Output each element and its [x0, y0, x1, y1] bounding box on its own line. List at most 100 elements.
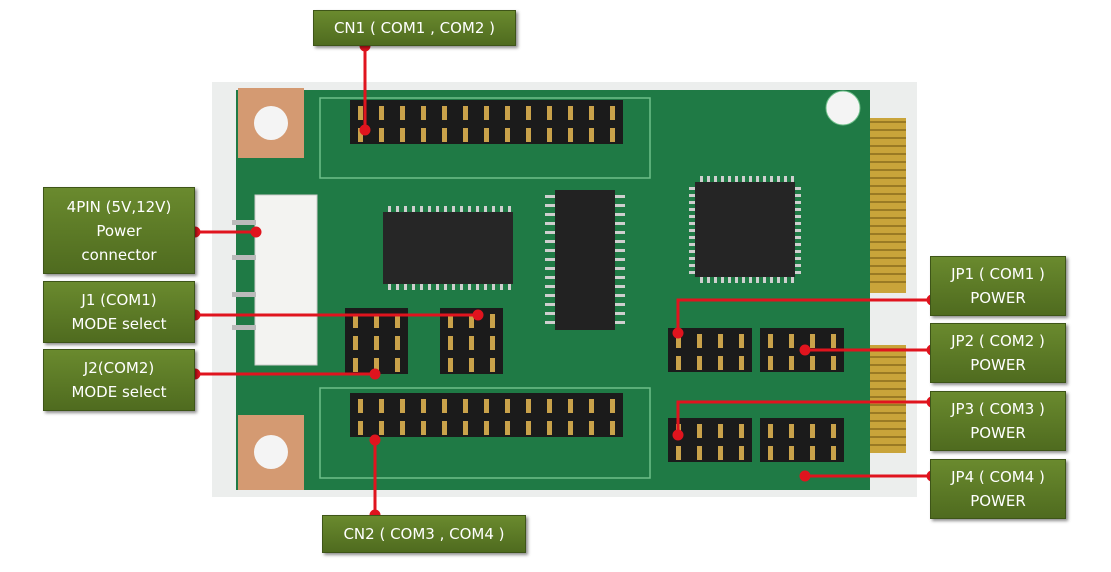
chip-pin — [545, 321, 555, 324]
header-pin — [789, 446, 794, 460]
chip-pin — [545, 285, 555, 288]
leader-dot — [250, 226, 262, 238]
header-pin — [379, 421, 384, 435]
leader-dot — [359, 124, 371, 136]
chip — [695, 182, 795, 277]
chip-pin — [689, 222, 695, 225]
chip-pin — [545, 294, 555, 297]
jp2-label: JP2 ( COM2 ) POWER — [930, 323, 1066, 383]
cn2-label: CN2 ( COM3 , COM4 ) — [322, 515, 526, 553]
header-pin — [589, 421, 594, 435]
header-pin — [442, 128, 447, 142]
header-pin — [505, 106, 510, 120]
label-line: J1 (COM1) — [81, 291, 157, 309]
label-line: 4PIN (5V,12V) — [66, 197, 172, 216]
chip-pin — [460, 206, 463, 212]
chip-pin — [615, 267, 625, 270]
header-pin — [739, 424, 744, 438]
chip-pin — [545, 222, 555, 225]
header-pin — [589, 399, 594, 413]
header-pin — [831, 356, 836, 370]
header-pin — [421, 128, 426, 142]
header-pin — [400, 106, 405, 120]
chip-pin — [795, 215, 801, 218]
header-pin — [379, 128, 384, 142]
chip-pin — [412, 206, 415, 212]
header-pin — [697, 446, 702, 460]
j1-label: J1 (COM1) MODE select — [43, 281, 195, 343]
chip-pin — [468, 206, 471, 212]
chip-pin — [795, 236, 801, 239]
chip-pin — [500, 284, 503, 290]
header-pin — [831, 424, 836, 438]
header-pin — [463, 106, 468, 120]
header-pin — [469, 314, 474, 328]
header-pin — [718, 424, 723, 438]
header-pin — [810, 446, 815, 460]
header-pin — [374, 336, 379, 350]
label-line: POWER — [970, 356, 1026, 374]
leader-dot — [799, 470, 811, 482]
chip-pin — [689, 201, 695, 204]
header-pin — [831, 446, 836, 460]
chip-pin — [615, 276, 625, 279]
chip-pin — [396, 284, 399, 290]
header-pin — [547, 128, 552, 142]
label-line: MODE select — [71, 383, 167, 401]
header-pin — [353, 336, 358, 350]
header-pin — [697, 356, 702, 370]
header-pin — [484, 399, 489, 413]
chip-pin — [795, 271, 801, 274]
chip-pin — [615, 213, 625, 216]
chip-pin — [420, 284, 423, 290]
chip-pin — [545, 249, 555, 252]
header-pin — [810, 424, 815, 438]
chip-pin — [735, 277, 738, 283]
chip-pin — [721, 176, 724, 182]
leader-line — [676, 298, 932, 333]
header-pin — [358, 106, 363, 120]
chip-pin — [615, 285, 625, 288]
leader-dot — [369, 368, 381, 380]
header-pin — [353, 358, 358, 372]
header-pin — [448, 358, 453, 372]
header-pin — [676, 446, 681, 460]
chip-pin — [763, 176, 766, 182]
chip-pin — [777, 277, 780, 283]
chip-pin — [784, 277, 787, 283]
header-pin — [448, 314, 453, 328]
chip-pin — [545, 258, 555, 261]
chip-pin — [689, 187, 695, 190]
chip-pin — [388, 284, 391, 290]
header-pin — [739, 356, 744, 370]
header-pin — [442, 399, 447, 413]
header-pin — [395, 314, 400, 328]
header-pin — [526, 106, 531, 120]
chip-pin — [728, 277, 731, 283]
chip-pin — [795, 229, 801, 232]
chip-pin — [795, 250, 801, 253]
chip-pin — [545, 231, 555, 234]
leader-dot — [369, 434, 381, 446]
header-pin — [395, 336, 400, 350]
chip-pin — [396, 206, 399, 212]
power-connector-label: 4PIN (5V,12V) Power connector — [43, 187, 195, 274]
header-pin — [358, 128, 363, 142]
chip-pin — [615, 321, 625, 324]
chip-pin — [795, 194, 801, 197]
header-pin — [442, 106, 447, 120]
chip-pin — [689, 271, 695, 274]
jp4-label: JP4 ( COM4 ) POWER — [930, 459, 1066, 519]
header-pin — [379, 106, 384, 120]
chip-pin — [428, 206, 431, 212]
j2-label: J2(COM2) MODE select — [43, 349, 195, 411]
header-pin — [831, 334, 836, 348]
chip-pin — [412, 284, 415, 290]
header-pin — [568, 421, 573, 435]
header-pin — [490, 336, 495, 350]
chip-pin — [508, 206, 511, 212]
header-pin — [358, 421, 363, 435]
header-pin — [505, 399, 510, 413]
chip-pin — [689, 194, 695, 197]
header-pin — [526, 399, 531, 413]
